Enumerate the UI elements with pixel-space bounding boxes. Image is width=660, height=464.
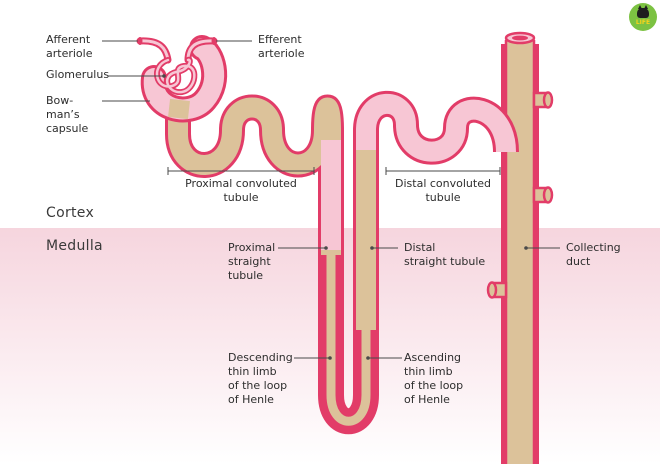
distal-convoluted-tubule-label: Distal convoluted tubule xyxy=(395,177,491,204)
proximal-straight-tubule-label: Proximal straight tubule xyxy=(228,241,276,282)
leader-dots xyxy=(162,74,528,360)
nephron-tubule-fill-pct xyxy=(168,97,341,255)
nephron-tubule-fill-dct xyxy=(356,93,516,162)
efferent-arteriole-label: Efferent arteriole xyxy=(258,33,305,60)
descending-thin-limb-label: Descending thin limb of the loop of Henl… xyxy=(228,351,293,406)
medulla-label: Medulla xyxy=(46,238,103,254)
afferent-arteriole-label: Afferent arteriole xyxy=(46,33,93,60)
cortex-label: Cortex xyxy=(46,205,95,221)
ascending-thin-limb-label: Ascending thin limb of the loop of Henle xyxy=(404,351,464,406)
brand-logo: LIFE xyxy=(629,3,657,31)
collecting-duct-label: Collecting duct xyxy=(566,241,621,268)
proximal-convoluted-tubule-label: Proximal convoluted tubule xyxy=(185,177,297,204)
glomerulus-label: Glomerulus xyxy=(46,68,110,81)
pct-bracket xyxy=(167,167,315,175)
dct-bracket xyxy=(385,167,501,175)
glomerulus-shape xyxy=(136,37,218,96)
collecting-duct-shape xyxy=(486,31,554,464)
bowmans-capsule-label: Bow- man’s capsule xyxy=(46,94,89,135)
distal-straight-tubule-label: Distal straight tubule xyxy=(404,241,486,268)
brand-logo-text: LIFE xyxy=(635,19,651,26)
bowmans-capsule-shape xyxy=(140,35,228,123)
leader-lines xyxy=(102,40,560,359)
cat-icon xyxy=(637,5,649,18)
